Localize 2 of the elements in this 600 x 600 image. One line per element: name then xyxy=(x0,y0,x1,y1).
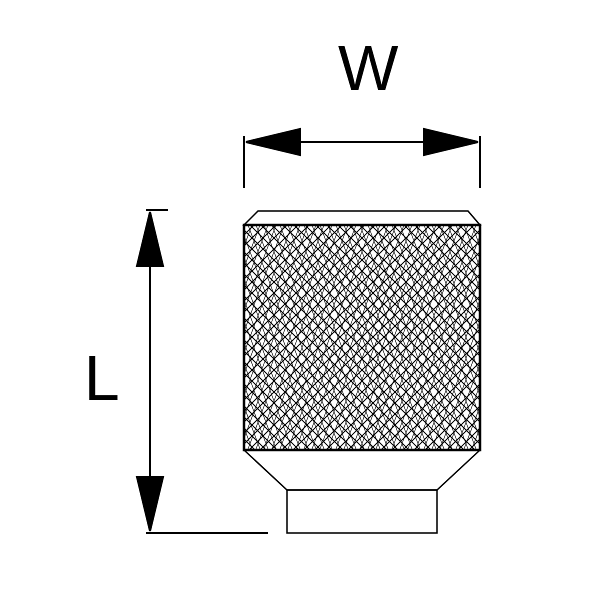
dimension-label: W xyxy=(338,36,398,100)
dimension-label: L xyxy=(84,346,120,410)
